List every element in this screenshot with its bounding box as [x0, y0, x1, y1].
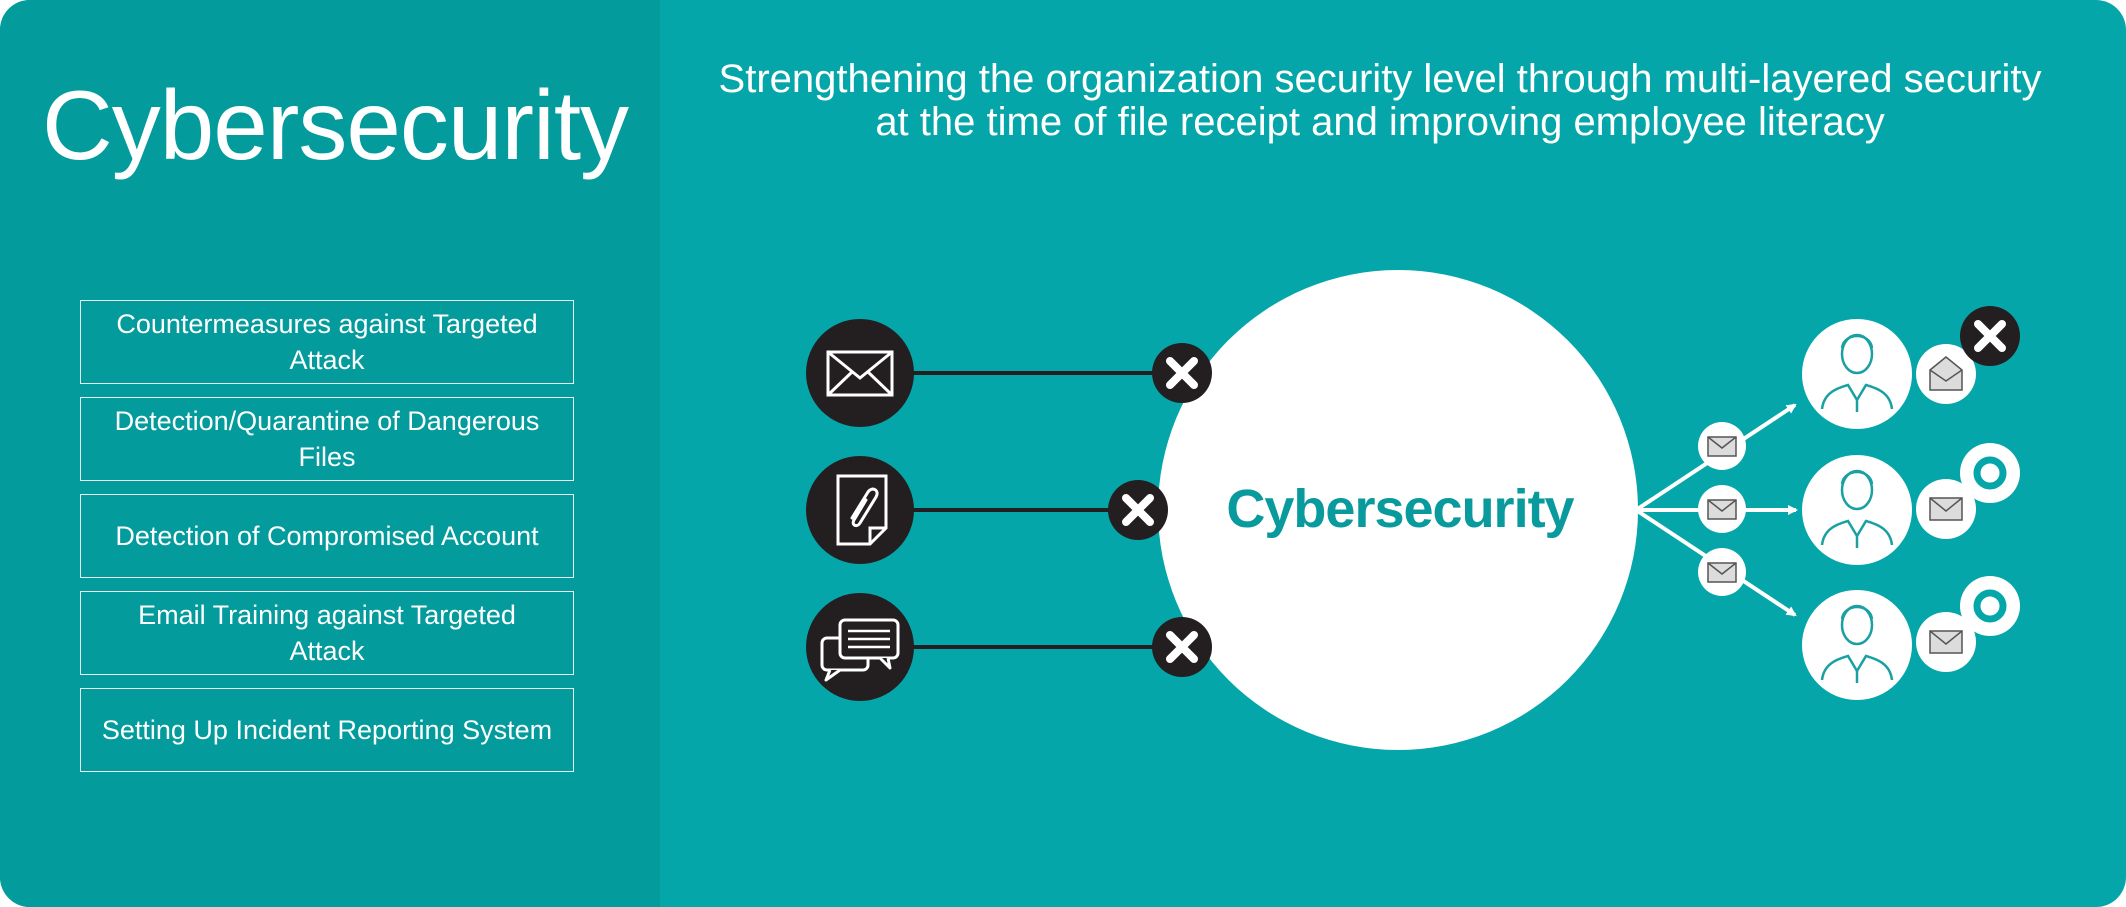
- employee-icon: [1802, 455, 1912, 565]
- measure-dangerous-files: Detection/Quarantine of Dangerous Files: [80, 397, 574, 481]
- employee-icon: [1802, 319, 1912, 429]
- block-x-icon: [1108, 480, 1168, 540]
- measure-incident-reporting: Setting Up Incident Reporting System: [80, 688, 574, 772]
- email-input-icon: [806, 319, 914, 427]
- mail-in-transit-icon: [1698, 548, 1746, 596]
- envelope-icon: [1916, 612, 1976, 672]
- measure-targeted-attack: Countermeasures against Targeted Attack: [80, 300, 574, 384]
- chat-message-input-icon: [806, 593, 914, 701]
- diagram-subtitle: Strengthening the organization security …: [718, 57, 2042, 144]
- block-x-icon: [1152, 617, 1212, 677]
- pass-circle-icon: [1960, 443, 2020, 503]
- employee-icon: [1802, 590, 1912, 700]
- left-panel: Cybersecurity Countermeasures against Ta…: [0, 0, 660, 907]
- cybersecurity-circle: [1158, 270, 1638, 750]
- fail-x-icon: [1960, 306, 2020, 366]
- pass-circle-icon: [1960, 576, 2020, 636]
- attachment-file-input-icon: [806, 456, 914, 564]
- opened-envelope-icon: [1916, 344, 1976, 404]
- mail-in-transit-icon: [1698, 485, 1746, 533]
- block-x-icon: [1152, 343, 1212, 403]
- center-label: Cybersecurity: [1226, 479, 1574, 539]
- measures-list: Countermeasures against Targeted Attack …: [80, 300, 574, 785]
- mail-in-transit-icon: [1698, 422, 1746, 470]
- measure-email-training: Email Training against Targeted Attack: [80, 591, 574, 675]
- main-title: Cybersecurity: [42, 70, 629, 180]
- measure-compromised-account: Detection of Compromised Account: [80, 494, 574, 578]
- envelope-icon: [1916, 479, 1976, 539]
